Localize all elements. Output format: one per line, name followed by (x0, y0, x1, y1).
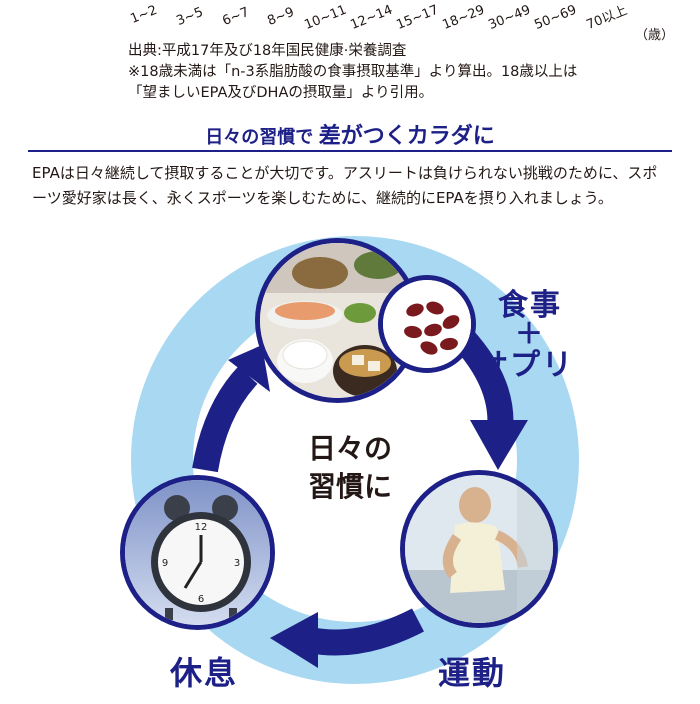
note-line-2: 「望ましいEPA及びDHAの摂取量」より引用。 (128, 85, 434, 101)
meal-photo (255, 238, 420, 403)
cycle-arrow-icon (470, 420, 528, 470)
source-notes: 出典:平成17年及び18年国民健康·栄養調査 ※18歳未満は「n-3系脂肪酸の食… (128, 41, 688, 104)
center-line-1: 日々の (307, 432, 392, 465)
meal-label: 食事 (498, 288, 562, 323)
section-title-part2: 差がつくカラダに (318, 124, 495, 149)
plus-sign: ＋ (515, 317, 544, 350)
alarm-clock-photo: 12 3 6 9 (120, 475, 275, 630)
age-label: 70以上 (584, 3, 630, 34)
capsule-icon (383, 280, 471, 368)
age-unit: （歳） (635, 28, 675, 43)
section-divider (28, 150, 672, 152)
svg-text:9: 9 (162, 558, 168, 569)
svg-text:12: 12 (195, 522, 208, 533)
cycle-arrow-icon (307, 608, 424, 656)
supplement-label: サプリ (478, 348, 574, 383)
section-title-part1: 日々の習慣で (205, 127, 314, 148)
source-line: 出典:平成17年及び18年国民健康·栄養調査 (128, 43, 407, 59)
exercise-label: 運動 (438, 654, 507, 692)
age-label: 3~5 (174, 4, 206, 29)
body-paragraph: EPAは日々継続して摂取することが大切です。アスリートは負けられない挑戦のために… (32, 164, 658, 207)
cycle-arrow-icon (270, 612, 318, 668)
alarm-clock-illustration: 12 3 6 9 (125, 480, 270, 625)
cycle-center-text: 日々の 習慣に (285, 430, 415, 506)
age-label: 15~17 (394, 2, 441, 33)
center-line-2: 習慣に (307, 470, 392, 503)
age-label: 18~29 (440, 2, 487, 33)
age-label: 1~2 (128, 2, 160, 27)
age-label: 50~69 (532, 2, 579, 33)
cycle-arrow-icon (192, 366, 258, 473)
section-title: 日々の習慣で 差がつくカラダに (0, 118, 700, 150)
svg-text:3: 3 (234, 558, 240, 569)
rest-label: 休息 (170, 654, 239, 692)
age-label: 6~7 (220, 4, 252, 29)
svg-text:6: 6 (198, 594, 204, 605)
running-photo (400, 470, 558, 628)
runner-illustration (405, 475, 553, 623)
age-label: 8~9 (265, 4, 297, 29)
age-axis: 1~2 3~5 6~7 8~9 10~11 12~14 15~17 18~29 … (0, 0, 700, 43)
age-label: 30~49 (486, 2, 533, 33)
age-label: 10~11 (302, 2, 349, 33)
capsule-photo (378, 275, 476, 373)
note-line-1: ※18歳未満は「n-3系脂肪酸の食事摂取基準」より算出。18歳以上は (128, 64, 578, 80)
cycle-arrow-icon (228, 345, 270, 392)
age-label: 12~14 (348, 2, 395, 33)
